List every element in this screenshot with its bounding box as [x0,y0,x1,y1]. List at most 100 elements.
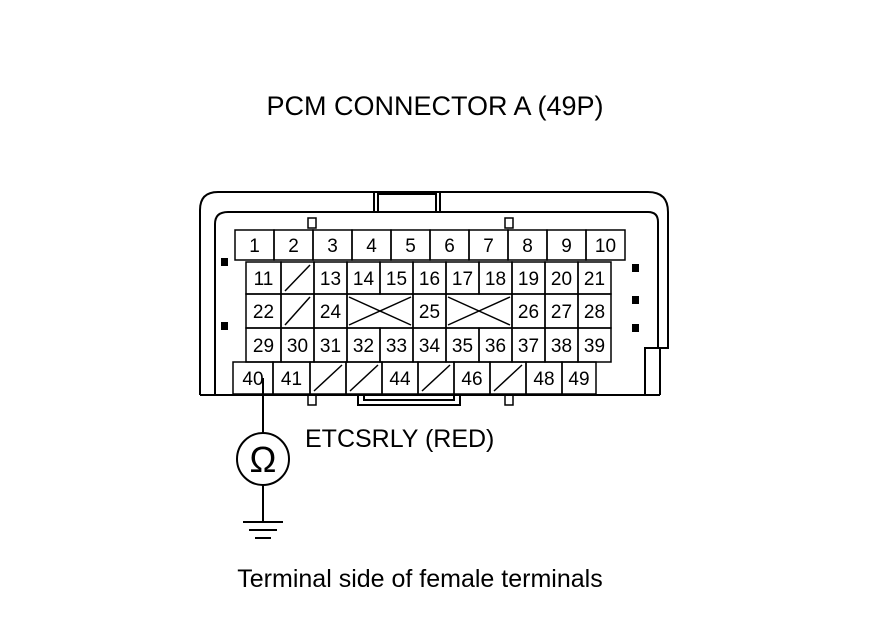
pin-cell [280,293,315,329]
pin-number: 46 [461,369,482,390]
pin-cell [489,361,527,395]
empty-cavity-slash [493,364,523,392]
pin-number: 25 [419,302,440,323]
pin-cell: 16 [412,261,447,295]
pin-cell: 4 [351,229,392,261]
pin-cell: 38 [544,327,579,363]
pin-cell: 2 [273,229,314,261]
pin-number: 3 [327,236,338,257]
pin-number: 38 [551,336,572,357]
pin-number: 15 [386,269,407,290]
pin-cell: 14 [346,261,381,295]
pin-cell: 9 [546,229,587,261]
probe-label: ETCSRLY (RED) [305,425,494,453]
ohm-symbol: Ω [250,439,277,480]
pin-cell: 21 [577,261,612,295]
pin-cell [445,293,513,329]
pin-cell [280,261,315,295]
pin-number: 17 [452,269,473,290]
pin-number: 21 [584,269,605,290]
pin-cell: 32 [346,327,381,363]
pin-number: 33 [386,336,407,357]
pin-number: 36 [485,336,506,357]
pin-cell: 18 [478,261,513,295]
pin-number: 18 [485,269,506,290]
pin-cell: 35 [445,327,480,363]
connector-housing [199,191,669,406]
pin-number: 40 [242,369,263,390]
pin-number: 1 [249,236,260,257]
pin-cell: 10 [585,229,626,261]
pin-number: 26 [518,302,539,323]
pin-number: 49 [568,369,589,390]
pin-cell: 39 [577,327,612,363]
pin-cell: 8 [507,229,548,261]
pin-cell [345,361,383,395]
pin-number: 27 [551,302,572,323]
empty-cavity-slash [284,264,311,292]
pin-cell: 29 [245,327,282,363]
pin-cell: 37 [511,327,546,363]
pin-cell: 15 [379,261,414,295]
pin-cell [346,293,414,329]
empty-cavity-slash [313,364,343,392]
pin-cell: 20 [544,261,579,295]
diagram-title: PCM CONNECTOR A (49P) [266,91,603,121]
pin-number: 48 [533,369,554,390]
pin-number: 6 [444,236,455,257]
pin-number: 19 [518,269,539,290]
pin-cell: 36 [478,327,513,363]
ground-icon [243,521,283,539]
pin-cell: 7 [468,229,509,261]
pin-cell: 27 [544,293,579,329]
pin-cell: 48 [525,361,563,395]
pin-number: 29 [253,336,274,357]
pin-cell: 26 [511,293,546,329]
pin-number: 14 [353,269,375,290]
pin-number: 31 [320,336,341,357]
pin-number: 10 [595,236,616,257]
pin-number: 41 [281,369,302,390]
pin-number: 8 [522,236,533,257]
pin-cell: 3 [312,229,353,261]
pin-cell: 17 [445,261,480,295]
empty-cavity-slash [284,296,311,326]
pin-cell: 11 [245,261,282,295]
pin-cell: 30 [280,327,315,363]
pin-number: 4 [366,236,377,257]
pin-number: 9 [561,236,572,257]
pin-cell: 25 [412,293,447,329]
pin-number: 5 [405,236,416,257]
pin-cell: 28 [577,293,612,329]
pin-cell: 22 [245,293,282,329]
pin-cell: 34 [412,327,447,363]
pin-number: 24 [320,302,342,323]
pin-cell: 1 [234,229,275,261]
pin-number: 44 [389,369,411,390]
empty-cavity-slash [349,364,379,392]
pin-cell-border [561,361,597,395]
pin-number: 30 [287,336,308,357]
pin-number: 13 [320,269,341,290]
pin-number: 7 [483,236,494,257]
pin-cell: 6 [429,229,470,261]
pin-number: 34 [419,336,441,357]
pin-number: 28 [584,302,605,323]
pin-cell [309,361,347,395]
pin-number: 35 [452,336,473,357]
pin-number: 32 [353,336,374,357]
pin-cell: 5 [390,229,431,261]
empty-cavity-slash [421,364,451,392]
caption: Terminal side of female terminals [237,565,602,593]
pin-cell: 19 [511,261,546,295]
pin-cell: 33 [379,327,414,363]
pin-cell: 46 [453,361,491,395]
pin-number: 20 [551,269,572,290]
pin-cell: 40 [232,361,274,395]
pin-number: 39 [584,336,605,357]
ohmmeter-circuit: Ω [236,378,290,539]
pin-cell: 24 [313,293,348,329]
